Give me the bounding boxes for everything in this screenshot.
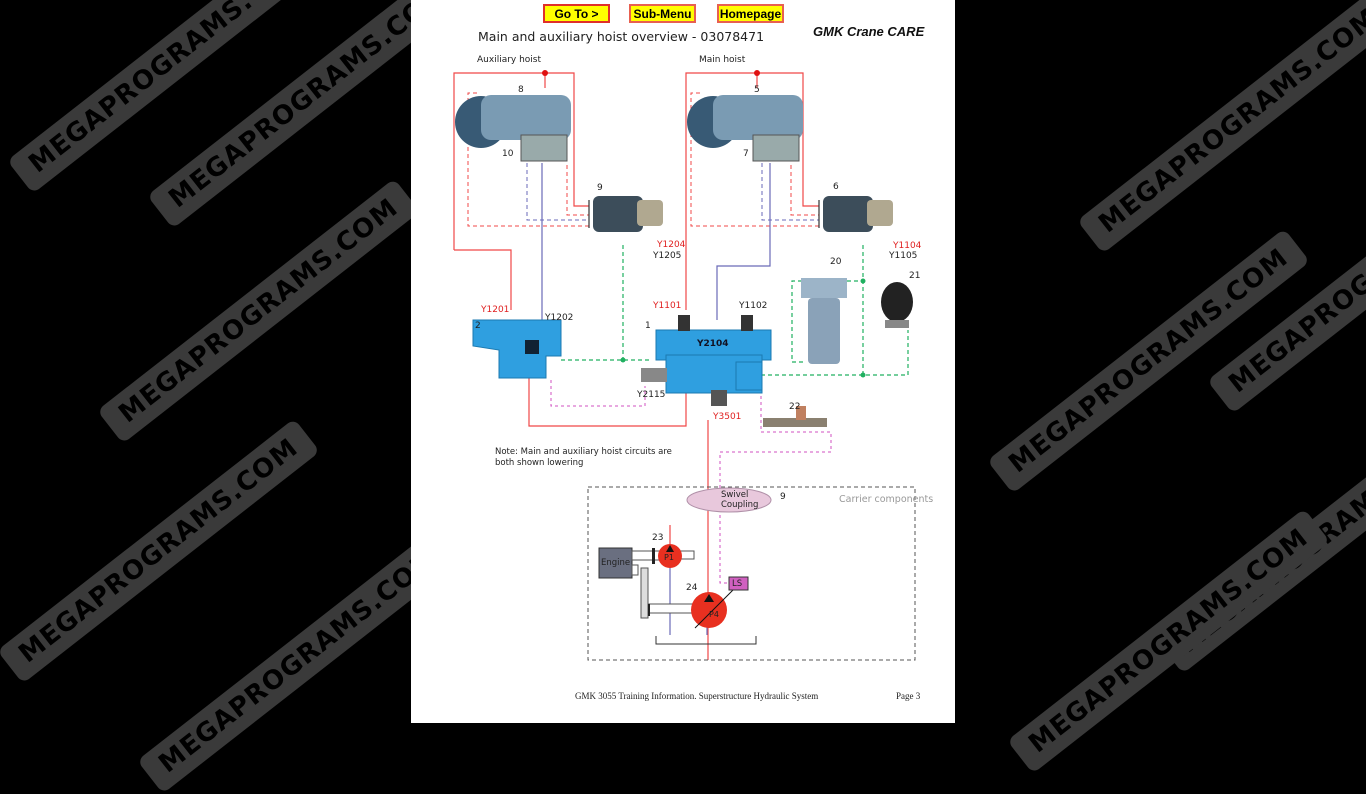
watermark: MEGAPROGRAMS.COM: [97, 178, 421, 444]
carrier-components-label: Carrier components: [839, 494, 934, 505]
pump-p4: [691, 592, 727, 628]
accumulator: [881, 282, 913, 328]
solenoid-label: Y1204: [657, 240, 686, 250]
watermark: MEGAPROGRAMS.COM: [1207, 148, 1366, 414]
filter: [801, 278, 847, 364]
ls-box: [728, 576, 749, 591]
component-number: 9: [780, 492, 786, 502]
component-number: 24: [686, 583, 698, 593]
ls-lines: [550, 380, 832, 584]
engine-label: Engine: [601, 558, 631, 568]
swivel-line: Swivel: [721, 490, 749, 500]
engine: [598, 547, 633, 579]
component-number: 10: [502, 149, 514, 159]
solenoid-label: Y1105: [889, 251, 918, 261]
swivel-coupling-label: Swivel Coupling: [721, 490, 758, 510]
swivel-line: Coupling: [721, 500, 759, 510]
goto-button[interactable]: Go To >: [543, 4, 610, 23]
aux-hoist-winch: [455, 95, 571, 162]
submenu-button[interactable]: Sub-Menu: [629, 4, 696, 23]
junction-dot: [754, 70, 760, 76]
aux-brake-valve: [588, 196, 663, 232]
note-line: Note: Main and auxiliary hoist circuits …: [495, 447, 672, 457]
component-number: 5: [754, 85, 760, 95]
pump-p1-label: P1: [664, 553, 674, 562]
component-number: 6: [833, 182, 839, 192]
component-number: 21: [909, 271, 921, 281]
footer-doc-title: GMK 3055 Training Information. Superstru…: [575, 691, 819, 701]
component-number: 7: [743, 149, 749, 159]
aux-control-block: [472, 319, 562, 379]
document-page: Go To > Sub-Menu Homepage Main and auxil…: [411, 0, 955, 723]
solenoid-label: Y2115: [637, 390, 666, 400]
component-number: 1: [645, 321, 651, 331]
brand-label: GMK Crane CARE: [813, 24, 925, 39]
ls-label: LS: [732, 579, 743, 589]
footer-page-number: Page 3: [896, 691, 921, 701]
watermark: MEGAPROGRAMS.COM: [0, 418, 321, 684]
watermark: MEGAPROGRAMS.COM: [987, 228, 1311, 494]
component-number: 20: [830, 257, 842, 267]
solenoid-label: Y1101: [653, 301, 682, 311]
drain-lines: [526, 163, 819, 221]
solenoid-label: Y1202: [545, 313, 574, 323]
pump-p1: [658, 544, 682, 568]
homepage-button[interactable]: Homepage: [717, 4, 784, 23]
main-control-block: [641, 315, 772, 406]
component-number: 2: [475, 321, 481, 331]
note-line: both shown lowering: [495, 458, 584, 468]
component-number: 8: [518, 85, 524, 95]
component-number: 9: [597, 183, 603, 193]
component-number: 23: [652, 533, 664, 543]
watermark: MEGAPROGRAMS.COM: [1077, 0, 1366, 254]
pilot-red-lines: [467, 92, 819, 227]
component-number: 22: [789, 402, 801, 412]
solenoid-label: Y2104: [697, 339, 729, 349]
page-title: Main and auxiliary hoist overview - 0307…: [478, 29, 765, 44]
junction-dot: [542, 70, 548, 76]
solenoid-label: Y1102: [739, 301, 768, 311]
main-hoist-winch: [687, 95, 803, 162]
solenoid-label: Y1201: [481, 305, 510, 315]
hydraulic-diagram: [453, 70, 916, 661]
section-label-main: Main hoist: [699, 55, 746, 65]
note-text: Note: Main and auxiliary hoist circuits …: [495, 447, 672, 469]
watermark: MEGAPROGRAMS.COM: [1157, 408, 1366, 674]
carrier-components-box: [587, 486, 916, 661]
watermark: MEGAPROGRAMS.COM: [1007, 508, 1331, 774]
section-label-aux: Auxiliary hoist: [477, 55, 542, 65]
solenoid-label: Y1205: [653, 251, 682, 261]
swivel-coupling: [686, 487, 772, 513]
pressure-valve: [763, 406, 827, 427]
main-brake-valve: [818, 196, 893, 232]
watermark: MEGAPROGRAMS.COM: [7, 0, 331, 194]
solenoid-label: Y3501: [713, 412, 742, 422]
pump-p4-label: P4: [709, 610, 719, 619]
solenoid-label: Y1104: [893, 241, 922, 251]
